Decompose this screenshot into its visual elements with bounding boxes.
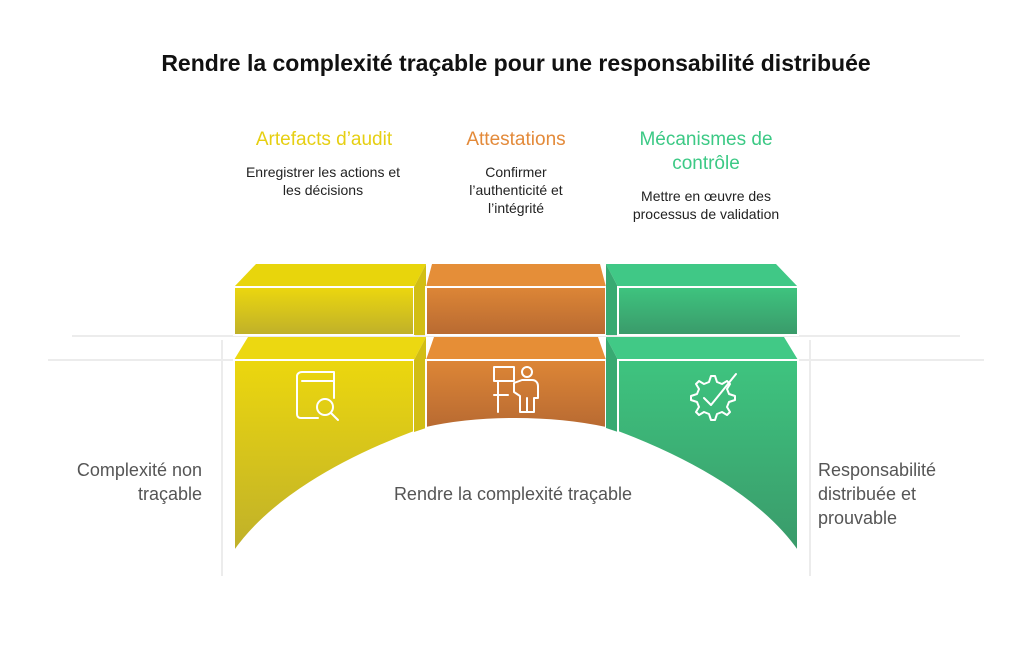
column-description-attestations: Confirmer l’authenticité et l’intégrité (469, 164, 563, 216)
column-heading-attestations: Attestations (466, 129, 566, 150)
gear-check-icon (690, 373, 737, 421)
arch-piece-yellow (233, 337, 426, 556)
column-heading-audit: Artefacts d’audit (255, 129, 393, 150)
upper-block-green (606, 264, 799, 336)
arch-piece-green (606, 337, 799, 556)
upper-block-orange (425, 264, 607, 336)
diagram-title: Rendre la complexité traçable pour une r… (161, 50, 871, 76)
left-label: Complexité non traçable (76, 460, 202, 504)
book-search-icon (296, 371, 339, 421)
column-heading-controls: Mécanismes de contrôle (639, 129, 773, 174)
column-description-controls: Mettre en œuvre des processus de validat… (632, 188, 780, 222)
right-label: Responsabilité distribuée et prouvable (818, 460, 937, 528)
upper-block-yellow (233, 264, 426, 336)
column-description-audit: Enregistrer les actions et les décisions (245, 164, 401, 198)
presenter-board-icon (493, 366, 539, 413)
center-label: Rendre la complexité traçable (393, 484, 633, 504)
